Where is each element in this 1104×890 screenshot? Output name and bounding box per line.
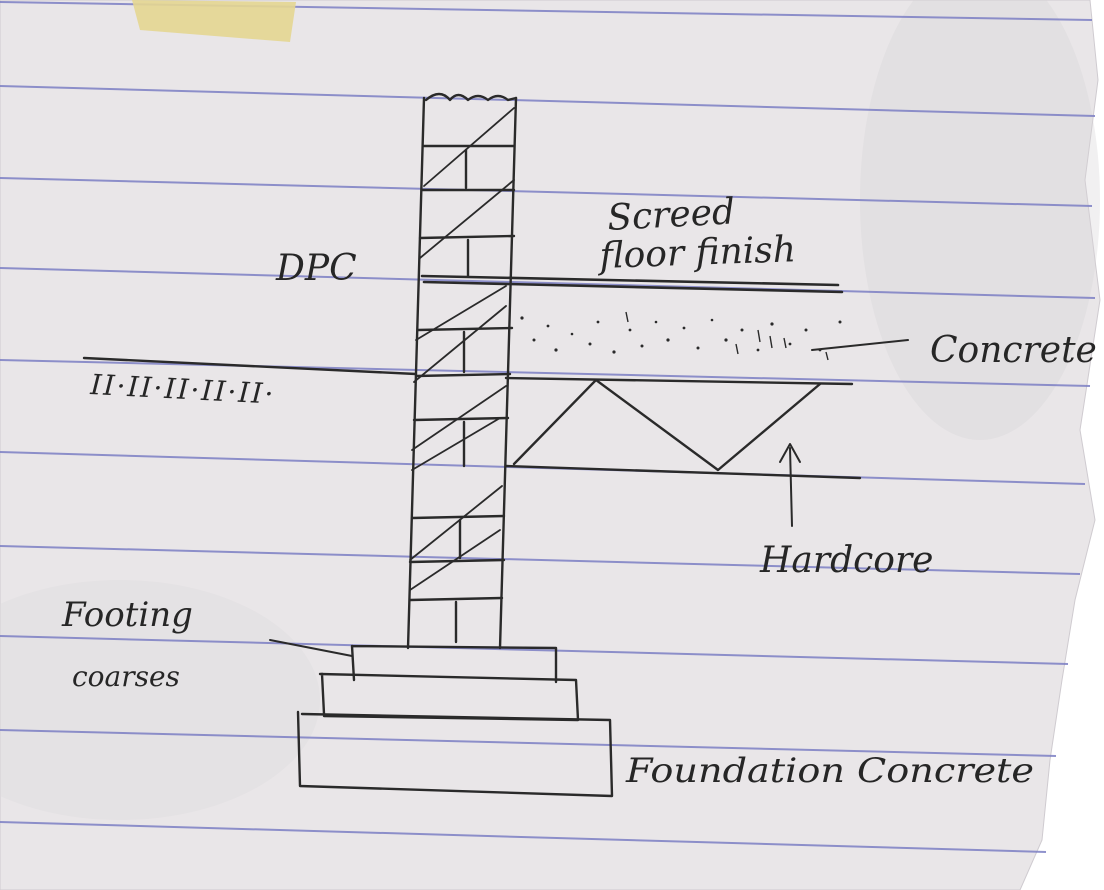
- hardcore-zigzag: [504, 378, 862, 480]
- screed-label-line2: floor finish: [596, 229, 797, 277]
- tape-piece: [132, 0, 296, 42]
- screed-label-line1: Screed: [606, 191, 736, 239]
- concrete-stipple: [520, 311, 842, 361]
- ground-level-line: [82, 339, 909, 386]
- dpc-label: DPC: [275, 248, 357, 289]
- footing-label-line2: coarses: [72, 660, 180, 693]
- dpc-screed-lines: [420, 274, 844, 294]
- footing-and-foundation: [269, 639, 614, 798]
- hardcore-label: Hardcore: [759, 540, 933, 581]
- hardcore-arrow: [779, 443, 801, 527]
- footing-label-line1: Footing: [61, 595, 193, 635]
- paper-shading: [0, 0, 1100, 820]
- ruled-lines: [0, 1, 1096, 853]
- foundation-label: Foundation Concrete: [625, 751, 1034, 791]
- concrete-label: Concrete: [930, 330, 1097, 371]
